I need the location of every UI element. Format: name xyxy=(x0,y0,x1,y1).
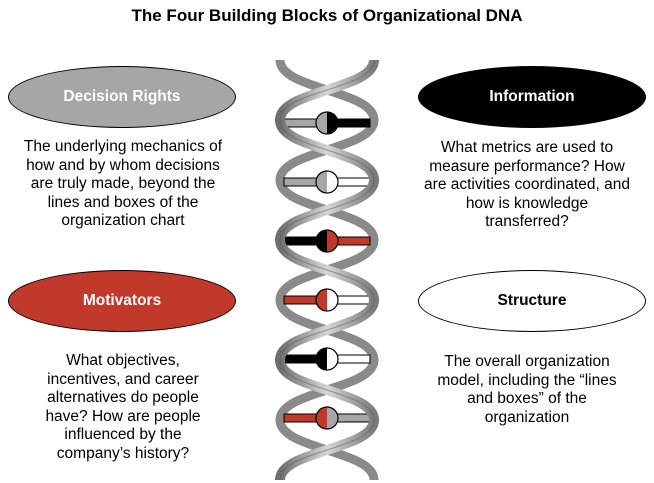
helix-rung xyxy=(283,347,371,371)
helix-rung xyxy=(283,406,371,430)
description-line: measure performance? How xyxy=(429,157,625,175)
decision-rights-label: Decision Rights xyxy=(63,88,181,105)
description-line: are activities coordinated, and xyxy=(424,176,630,193)
decision-rights-description: The underlying mechanics of how and by w… xyxy=(0,138,246,231)
information-description: What metrics are used to measure perform… xyxy=(400,139,654,232)
rung-knob-right xyxy=(327,112,338,134)
structure-label: Structure xyxy=(497,292,567,309)
rung-knob-left xyxy=(316,230,327,252)
rung-knob-left xyxy=(316,171,327,193)
helix-strand-front-edge xyxy=(279,60,375,480)
description-line: transferred? xyxy=(485,213,569,230)
rung-knob-ring xyxy=(315,347,339,371)
rung-knob-left xyxy=(316,112,327,134)
dna-helix-graphic xyxy=(274,60,380,480)
rung-knob-left xyxy=(316,407,327,429)
information-oval: Information xyxy=(418,66,646,128)
description-line: model, including the “lines xyxy=(437,371,617,389)
description-line: have? How are people xyxy=(45,407,201,425)
motivators-description: What objectives, incentives, and career … xyxy=(0,352,246,463)
helix-rung xyxy=(283,288,371,312)
helix-rung xyxy=(283,111,371,135)
structure-oval: Structure xyxy=(418,270,646,332)
description-line: how and by whom decisions xyxy=(26,156,220,174)
description-line: What metrics are used to xyxy=(440,139,614,156)
description-line: alternatives do people xyxy=(47,389,199,406)
description-line: how is knowledge xyxy=(465,194,589,212)
rung-knob-right xyxy=(327,230,338,252)
description-line: organization chart xyxy=(61,212,185,229)
information-label: Information xyxy=(489,88,575,105)
description-line: lines and boxes of the xyxy=(47,193,199,211)
rung-knob-right xyxy=(327,171,338,193)
rung-knob-ring xyxy=(315,170,339,194)
decision-rights-oval: Decision Rights xyxy=(8,66,236,128)
structure-description: The overall organization model, includin… xyxy=(404,353,650,427)
description-line: and boxes” of the xyxy=(467,390,587,407)
motivators-label: Motivators xyxy=(82,292,162,309)
rung-knob-ring xyxy=(315,229,339,253)
helix-rung xyxy=(283,229,371,253)
rung-knob-ring xyxy=(315,111,339,135)
rung-knob-right xyxy=(327,407,338,429)
description-line: are truly made, beyond the xyxy=(30,175,216,192)
helix-rung xyxy=(283,170,371,194)
description-line: company’s history? xyxy=(56,444,190,462)
rung-knob-left xyxy=(316,348,327,370)
description-line: incentives, and career xyxy=(47,370,199,388)
description-line: What objectives, xyxy=(66,352,180,369)
motivators-oval: Motivators xyxy=(8,270,236,332)
rung-knob-right xyxy=(327,289,338,311)
description-line: influenced by the xyxy=(64,426,182,443)
description-line: organization xyxy=(484,408,570,426)
rung-knob-left xyxy=(316,289,327,311)
rung-knob-right xyxy=(327,348,338,370)
diagram-title: The Four Building Blocks of Organization… xyxy=(131,6,523,25)
rung-knob-ring xyxy=(315,288,339,312)
description-line: The underlying mechanics of xyxy=(23,138,223,155)
rung-knob-ring xyxy=(315,406,339,430)
helix-rungs xyxy=(283,111,371,430)
description-line: The overall organization xyxy=(444,353,610,370)
